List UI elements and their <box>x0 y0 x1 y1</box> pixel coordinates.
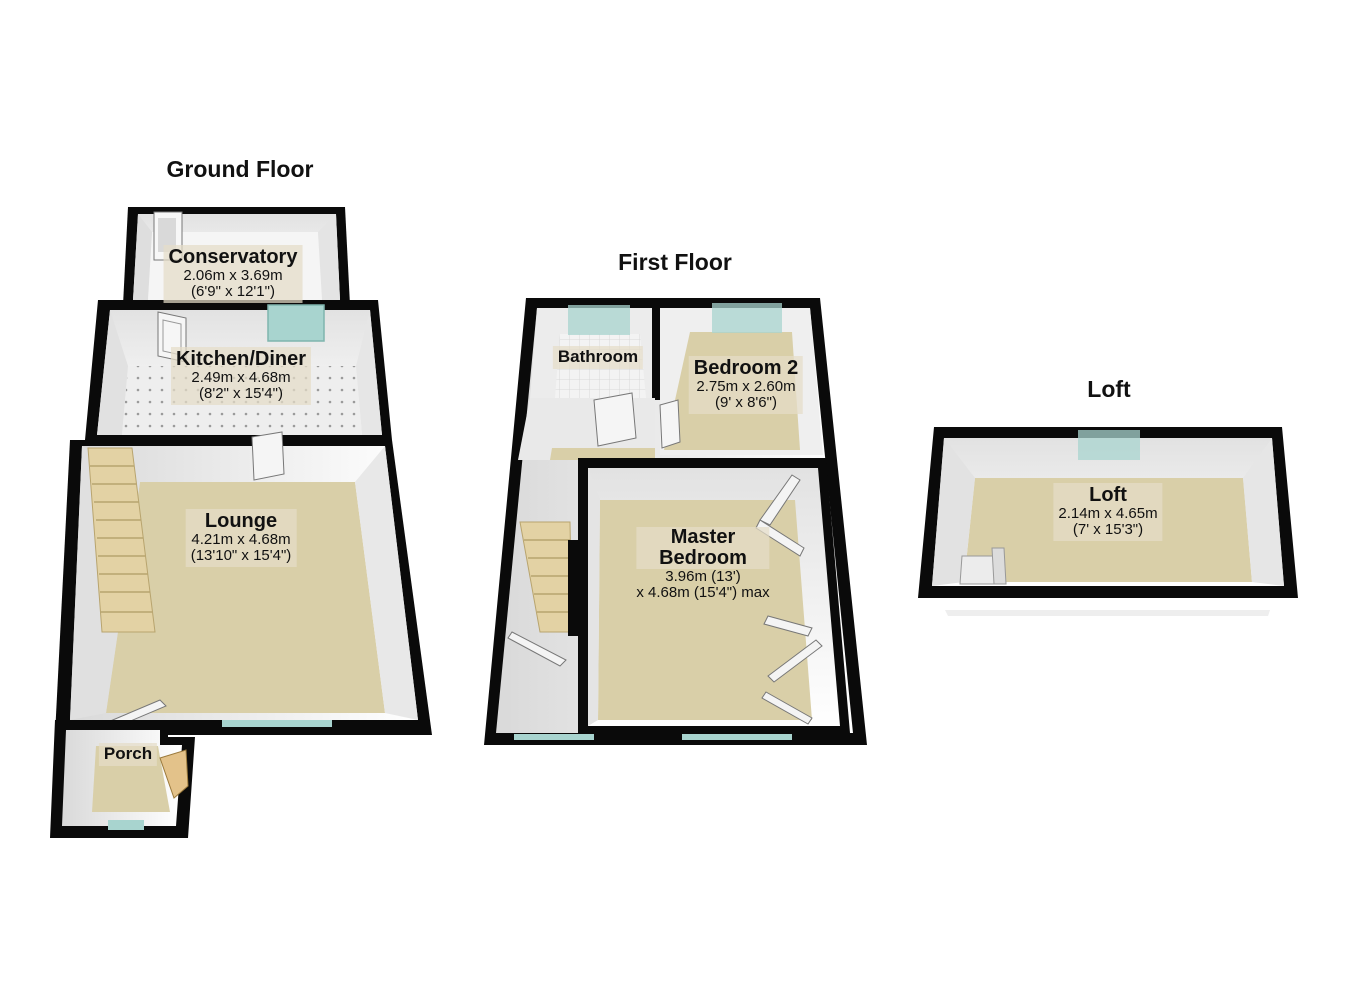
bedroom2-door-icon <box>659 399 681 449</box>
kitchen-diner-label: Kitchen/Diner 2.49m x 4.68m (8'2" x 15'4… <box>170 347 312 405</box>
bathroom-door-icon <box>593 392 637 447</box>
lounge-dim-imperial: (13'10" x 15'4") <box>190 546 292 564</box>
master-bedroom-label: Master Bedroom 3.96m (13') x 4.68m (15'4… <box>631 525 774 604</box>
lounge-room <box>55 431 432 735</box>
first-floor-title: First Floor <box>618 249 732 275</box>
master-bedroom-dim-imperial: x 4.68m (15'4") max <box>636 583 770 601</box>
kitchen-window-icon <box>267 304 325 342</box>
porch-name: Porch <box>103 744 153 763</box>
lounge-name: Lounge <box>204 510 278 532</box>
bathroom-window-icon <box>568 305 630 335</box>
master-bedroom-dim-metric: 3.96m (13') <box>665 568 741 585</box>
porch-label: Porch <box>98 743 158 766</box>
porch-room <box>50 720 195 838</box>
bedroom2-name: Bedroom 2 <box>693 357 799 379</box>
landing-area <box>518 392 655 460</box>
loft-dim-imperial: (7' x 15'3") <box>1072 520 1144 538</box>
lounge-dim-metric: 4.21m x 4.68m <box>191 531 291 548</box>
lounge-door-icon <box>251 431 285 481</box>
loft-dim-metric: 2.14m x 4.65m <box>1058 505 1158 522</box>
ground-floor-title: Ground Floor <box>166 156 314 182</box>
porch-window-icon <box>108 820 144 830</box>
bathroom-name: Bathroom <box>557 347 639 366</box>
master-bedroom-name-line2: Bedroom <box>659 547 747 569</box>
first-floor-plan <box>484 298 867 745</box>
conservatory-dim-imperial: (6'9" x 12'1") <box>191 282 275 300</box>
bedroom2-label: Bedroom 2 2.75m x 2.60m (9' x 8'6") <box>688 356 804 414</box>
bedroom2-window-icon <box>712 303 782 333</box>
porch-door-icon <box>159 749 189 799</box>
lounge-stairs-icon <box>87 447 156 633</box>
lounge-window-icon <box>222 720 332 727</box>
conservatory-dim-metric: 2.06m x 3.69m <box>183 267 283 284</box>
kitchen-diner-name: Kitchen/Diner <box>175 348 307 370</box>
loft-name: Loft <box>1089 484 1127 506</box>
conservatory-name: Conservatory <box>168 246 298 268</box>
loft-label: Loft 2.14m x 4.65m (7' x 15'3") <box>1053 483 1163 541</box>
master-window-right-icon <box>682 734 792 740</box>
loft-floor-title: Loft <box>1087 376 1131 402</box>
bedroom2-dim-metric: 2.75m x 2.60m <box>696 378 796 395</box>
first-floor-stairs-icon <box>507 521 580 667</box>
lounge-label: Lounge 4.21m x 4.68m (13'10" x 15'4") <box>185 509 297 567</box>
conservatory-label: Conservatory 2.06m x 3.69m (6'9" x 12'1"… <box>163 245 303 303</box>
bedroom2-dim-imperial: (9' x 8'6") <box>715 393 777 411</box>
kitchen-diner-dim-imperial: (8'2" x 15'4") <box>199 384 283 402</box>
master-bedroom-name-line1: Master <box>670 526 736 548</box>
wardrobe-door-icon <box>759 474 801 526</box>
bathroom-label: Bathroom <box>552 346 644 369</box>
kitchen-diner-dim-metric: 2.49m x 4.68m <box>191 369 291 386</box>
master-window-left-icon <box>514 734 594 740</box>
loft-window-icon <box>1078 430 1140 460</box>
